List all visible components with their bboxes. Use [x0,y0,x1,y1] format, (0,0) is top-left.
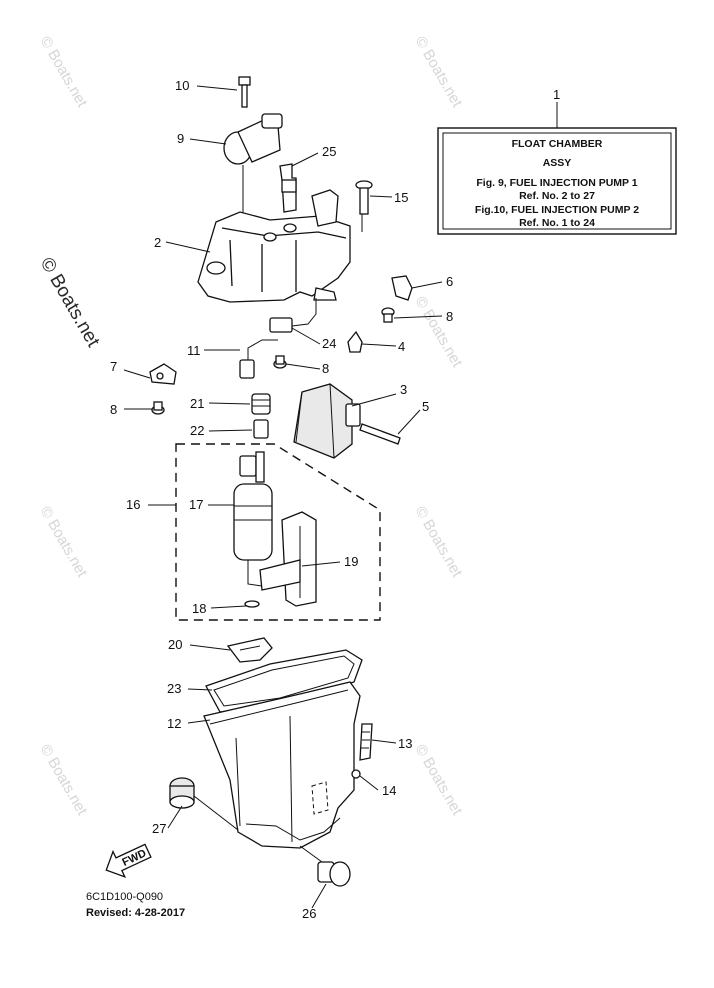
callout-14: 14 [382,783,396,798]
clip-part [226,637,273,663]
grommet-part [391,275,413,301]
callout-6: 6 [446,274,453,289]
separator-body-part [197,189,363,303]
watermark: © Boats.net [37,742,91,819]
callout-8c: 8 [110,402,117,417]
watermark: © Boats.net [412,742,466,819]
cover-part [293,383,361,459]
strainer-part [259,511,317,607]
watermark: © Boats.net [412,504,466,581]
valve-part [347,330,363,353]
callout-11: 11 [187,343,201,358]
screw-part [355,180,373,215]
plug-part [351,769,361,779]
bracket-part [149,363,177,385]
callout-1: 1 [553,87,560,102]
callout-7: 7 [110,359,117,374]
callout-2: 2 [154,235,161,250]
box-line-4: Ref. No. 1 to 24 [519,217,595,229]
callout-15: 15 [394,190,408,205]
callouts: 10 9 25 15 2 6 8 7 11 24 4 8 8 21 3 5 22… [110,78,453,921]
float-chamber-part [203,681,361,849]
callout-4: 4 [398,339,405,354]
filter-fitting-part [251,393,271,439]
callout-3: 3 [400,382,407,397]
pump-group-outline [175,443,381,621]
callout-5: 5 [422,399,429,414]
watermark: © Boats.net [37,504,91,581]
regulator-part [223,113,283,216]
callout-16: 16 [126,497,140,512]
harness-part [239,298,317,379]
footer: 6C1D100-Q090 Revised: 4-28-2017 [86,891,185,919]
box-line-2: Ref. No. 2 to 27 [519,190,595,202]
fitting-part [279,163,297,213]
box-line-1: Fig. 9, FUEL INJECTION PUMP 1 [476,177,637,189]
bolt-part [238,76,251,108]
callout-8a: 8 [446,309,453,324]
watermark: © Boats.net [412,294,466,371]
watermark: © Boats.net [412,34,466,111]
pin-part [359,423,401,445]
callout-18: 18 [192,601,206,616]
callout-10: 10 [175,78,189,93]
callout-25: 25 [322,144,336,159]
callout-24: 24 [322,336,336,351]
callout-23: 23 [167,681,181,696]
callout-17: 17 [189,497,203,512]
drain-plug-part [299,845,351,887]
leader-lines [123,85,443,909]
callout-26: 26 [302,906,316,921]
callout-9: 9 [177,131,184,146]
pump-part [233,451,273,587]
watermark-prominent: © Boats.net [36,254,104,351]
oring-part [244,600,260,608]
watermark: © Boats.net [37,34,91,111]
fwd-label: FWD [120,847,148,868]
parts: FWD [105,76,413,887]
callout-22: 22 [190,423,204,438]
callout-8b: 8 [322,361,329,376]
revised-date: Revised: 4-28-2017 [86,907,185,919]
callout-21: 21 [190,396,204,411]
callout-27: 27 [152,821,166,836]
needle-part [359,723,373,761]
box-line-3: Fig.10, FUEL INJECTION PUMP 2 [475,204,639,216]
box-title: FLOAT CHAMBER [512,138,603,150]
callout-19: 19 [344,554,358,569]
drain-grommet-part [169,777,239,831]
callout-20: 20 [168,637,182,652]
box-subtitle: ASSY [543,157,572,169]
diagram-code: 6C1D100-Q090 [86,891,163,903]
callout-13: 13 [398,736,412,751]
info-box: 1 FLOAT CHAMBER ASSY Fig. 9, FUEL INJECT… [437,87,677,235]
fwd-arrow: FWD [105,843,152,879]
callout-12: 12 [167,716,181,731]
screw-small-part [151,307,395,415]
